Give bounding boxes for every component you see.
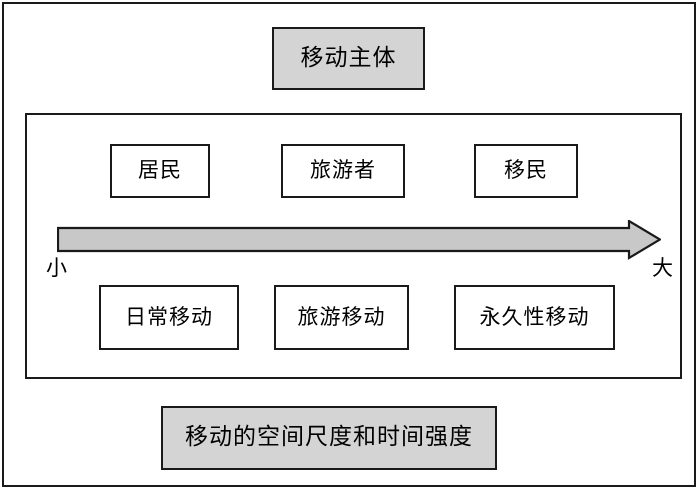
subject-box-residents: 居民 xyxy=(110,144,210,198)
axis-label-high: 大 xyxy=(652,256,673,280)
subject-box-migrants: 移民 xyxy=(474,144,578,198)
subject-box-tourists: 旅游者 xyxy=(281,144,405,198)
scale-arrow xyxy=(57,220,661,260)
axis-label-low: 小 xyxy=(46,256,67,280)
title-box: 移动主体 xyxy=(272,27,425,90)
caption-box: 移动的空间尺度和时间强度 xyxy=(161,406,497,470)
right-arrow-icon xyxy=(57,220,661,260)
mobility-box-permanent: 永久性移动 xyxy=(454,285,615,350)
mobility-box-daily: 日常移动 xyxy=(99,285,239,350)
mobility-box-tourism: 旅游移动 xyxy=(274,285,409,350)
figure-outer-border xyxy=(2,2,696,487)
diagram-inner-frame: 居民 旅游者 移民 小 大 日常移动 旅游移动 永久性移动 xyxy=(25,113,682,379)
